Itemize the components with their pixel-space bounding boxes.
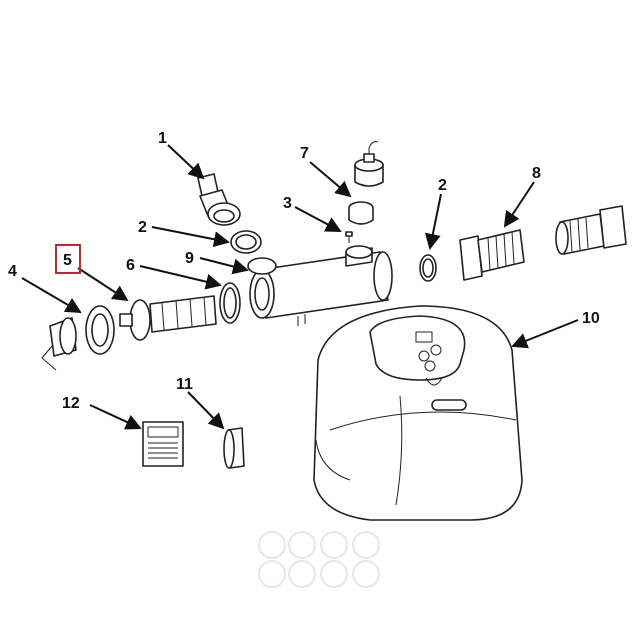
part-8-hose-adapter (459, 205, 627, 281)
part-2-oring-right (419, 254, 437, 282)
part-12-manual (142, 421, 184, 467)
part-5-electrode (119, 295, 217, 341)
intex-logo (431, 399, 467, 411)
watermark-logo (258, 531, 380, 588)
callout-label-12: 12 (62, 395, 80, 412)
part-9-cell-body (247, 245, 393, 326)
part-1-connector (197, 173, 241, 226)
part-2-oring-left (230, 230, 262, 254)
part-4-nut-plug (41, 305, 115, 371)
callout-label-3: 3 (283, 195, 292, 212)
callout-label-6: 6 (126, 257, 135, 274)
callout-label-10: 10 (582, 310, 600, 327)
callout-label-4: 4 (8, 263, 17, 280)
callout-label-7: 7 (300, 145, 309, 162)
callout-label-2-right: 2 (438, 177, 447, 194)
highlight-box (55, 244, 81, 274)
part-10-control-unit (313, 305, 523, 521)
callout-label-5: 5 (63, 252, 72, 269)
callout-label-2-left: 2 (138, 219, 147, 236)
callout-label-11: 11 (176, 376, 193, 393)
callout-arrows (21, 144, 579, 430)
part-3-screw (345, 231, 353, 243)
callout-label-8: 8 (532, 165, 541, 182)
callout-label-1: 1 (158, 130, 167, 147)
part-6-oring (219, 282, 241, 324)
part-11-nut (223, 427, 245, 469)
callout-label-9: 9 (185, 250, 194, 267)
part-7-cap (348, 141, 384, 225)
